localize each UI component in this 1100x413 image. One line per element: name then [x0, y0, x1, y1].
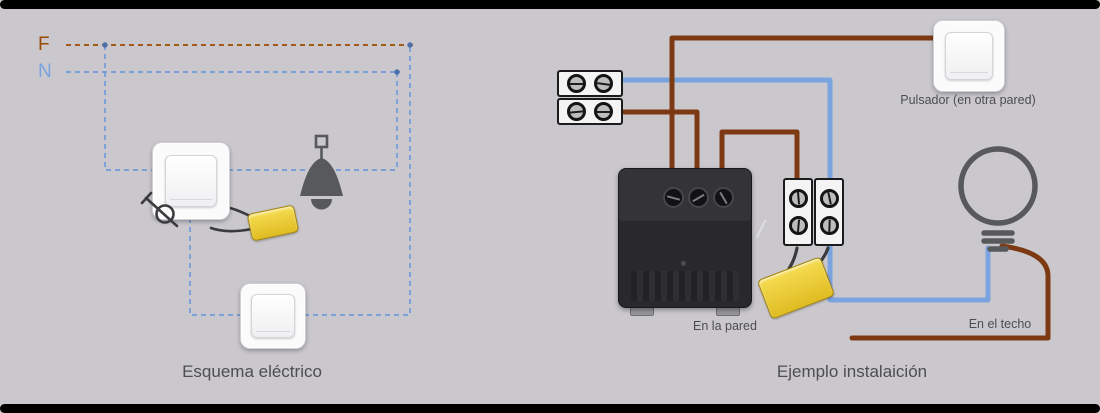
screw-icon	[567, 102, 586, 121]
terminal-block-lamp-right	[814, 178, 844, 246]
return-wire-from-bulb	[849, 243, 1051, 341]
switch-feed-line	[104, 45, 152, 171]
module-output-wire	[719, 129, 800, 199]
pushbutton-switch	[933, 20, 1005, 92]
highlight-mark	[755, 219, 767, 239]
schematic-wires	[66, 42, 415, 316]
module-terminal-screw	[713, 187, 734, 208]
switch-key	[165, 155, 217, 207]
terminal-block-lamp-left	[783, 178, 813, 246]
module-fins	[631, 271, 739, 301]
switch-key	[945, 32, 993, 80]
flush-module	[618, 168, 752, 308]
wall-label: En la pared	[693, 319, 757, 333]
module-indicator-dot	[681, 261, 686, 266]
screw-icon	[594, 102, 613, 121]
junction-dot	[394, 69, 400, 75]
schematic-switch-top	[152, 142, 230, 220]
switch-key	[251, 294, 295, 338]
module-terminal-screw	[663, 187, 684, 208]
installation-wires	[621, 35, 1051, 341]
junction-dot	[407, 42, 413, 48]
schematic-switch-bottom	[240, 283, 306, 349]
top-frame-bar	[0, 0, 1100, 9]
installation-caption: Ejemplo instalaición	[776, 362, 928, 381]
screw-icon	[788, 216, 808, 236]
pushbutton-label: Pulsador (en otra pared)	[900, 93, 1036, 107]
schematic-caption: Esquema eléctrico	[182, 362, 322, 381]
screw-icon	[819, 188, 839, 208]
module-terminal-screw	[688, 187, 709, 208]
terminal-block-bottom	[557, 98, 623, 125]
bottom-frame-bar	[0, 404, 1100, 413]
pendant-lamp-icon	[300, 134, 343, 210]
pushbutton-symbol-icon	[140, 191, 179, 228]
phase-wire-to-pushbutton	[669, 35, 937, 199]
terminal-block-top	[557, 70, 623, 97]
screw-icon	[819, 216, 839, 236]
screw-icon	[788, 188, 808, 208]
second-switch-line	[189, 218, 240, 316]
ceiling-label: En el techo	[968, 317, 1032, 331]
light-bulb-icon	[958, 146, 1038, 252]
neutral-label: N	[38, 61, 52, 82]
junction-dot	[102, 42, 108, 48]
screw-icon	[567, 74, 586, 93]
neutral-wire-to-bulb	[827, 241, 991, 303]
neutral-wire-top	[621, 77, 833, 185]
screw-icon	[594, 74, 613, 93]
phase-label: F	[38, 34, 50, 55]
